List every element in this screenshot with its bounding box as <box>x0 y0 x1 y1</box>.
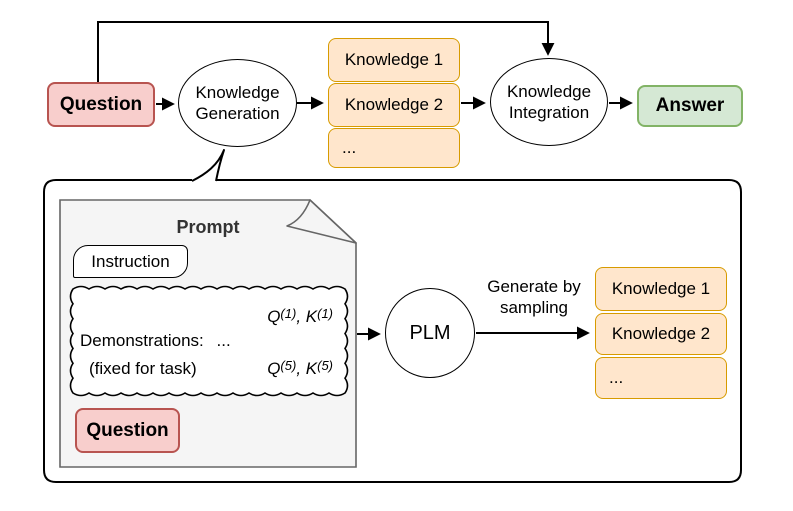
k1-symbol: K <box>305 307 318 326</box>
generate-by-sampling-label: Generate by sampling <box>476 276 592 318</box>
prompt-question-node: Question <box>75 408 180 453</box>
generated-knowledge-2-label: Knowledge 2 <box>611 324 711 343</box>
generated-knowledge-2-node: Knowledge 2 <box>595 313 727 355</box>
q5-sup: (5) <box>280 358 297 373</box>
generated-knowledge-1-node: Knowledge 1 <box>595 267 727 311</box>
fixed-note: (fixed for task) <box>89 359 197 378</box>
callout-tail <box>191 149 225 182</box>
knowledge-integration-line2: Integration <box>508 103 590 122</box>
knowledge-generation-node: Knowledge Generation <box>178 59 297 147</box>
generated-knowledge-1-label: Knowledge 1 <box>611 279 711 298</box>
prompt-question-label: Question <box>86 419 169 441</box>
k1-sup: (1) <box>317 306 333 321</box>
answer-label: Answer <box>655 95 725 116</box>
knowledge-2-node: Knowledge 2 <box>328 83 460 127</box>
demo-bottom-row: (fixed for task) Q(5), K(5) <box>89 355 333 380</box>
arrow-label-line1: Generate by <box>487 277 581 296</box>
q1-sup: (1) <box>280 306 297 321</box>
demo-math-top: Q(1), K(1) <box>200 303 333 328</box>
sep1: , <box>296 307 306 326</box>
demonstrations-ellipsis: ... <box>216 331 231 350</box>
k5-sup: (5) <box>317 358 333 373</box>
instruction-label: Instruction <box>91 251 170 271</box>
demonstrations-line: Demonstrations: ... <box>80 330 231 352</box>
knowledge-generation-line1: Knowledge <box>195 83 280 102</box>
prompt-document-fold <box>286 199 357 244</box>
plm-node: PLM <box>385 288 475 378</box>
prompt-title: Prompt <box>176 217 240 237</box>
knowledge-generation-line2: Generation <box>195 104 280 123</box>
demonstrations-label: Demonstrations: <box>80 331 204 350</box>
knowledge-more-node: ... <box>328 128 460 168</box>
arrow-label-line2: sampling <box>499 298 569 317</box>
instruction-node: Instruction <box>73 245 188 278</box>
knowledge-integration-line1: Knowledge <box>506 82 592 101</box>
question-node: Question <box>47 82 155 127</box>
sep5: , <box>296 359 306 378</box>
k5-symbol: K <box>305 359 318 378</box>
answer-node: Answer <box>637 85 743 127</box>
knowledge-1-label: Knowledge 1 <box>344 50 444 69</box>
question-label: Question <box>59 93 143 115</box>
knowledge-2-label: Knowledge 2 <box>344 95 444 114</box>
link-question-to-integration <box>97 21 555 83</box>
demonstrations-wavy-border <box>69 285 349 397</box>
knowledge-integration-node: Knowledge Integration <box>490 58 608 146</box>
q1-symbol: Q <box>267 307 281 326</box>
detail-container-border <box>43 179 742 483</box>
knowledge-1-node: Knowledge 1 <box>328 38 460 82</box>
plm-label: PLM <box>409 321 451 344</box>
q5-symbol: Q <box>267 359 281 378</box>
demo-math-bottom: Q(5), K(5) <box>267 355 333 380</box>
knowledge-more-label: ... <box>342 138 357 157</box>
generated-knowledge-more-label: ... <box>609 368 624 387</box>
generated-knowledge-more-node: ... <box>595 357 727 399</box>
